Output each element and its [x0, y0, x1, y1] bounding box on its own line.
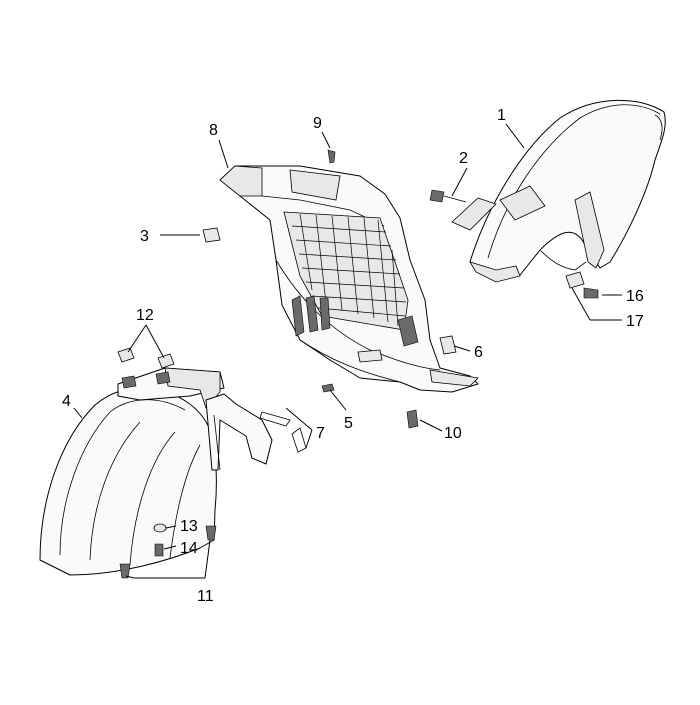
screw-9-icon [327, 149, 336, 164]
callout-4: 4 [62, 393, 71, 410]
callout-7: 7 [316, 425, 325, 442]
callout-12: 12 [136, 307, 154, 324]
screw-14-icon [154, 543, 164, 557]
callout-3: 3 [140, 228, 149, 245]
pin-7b-icon [291, 427, 307, 453]
clip-12a-icon [117, 347, 135, 363]
leader-lines [73, 123, 622, 579]
screw-10-icon [406, 409, 419, 429]
callout-1: 1 [497, 107, 506, 124]
rear-mudguard [451, 99, 666, 283]
bolt-2-icon [429, 189, 445, 203]
callout-11: 11 [197, 588, 214, 605]
callout-8: 8 [209, 122, 218, 139]
clip-3-icon [202, 227, 221, 243]
washer-13-icon [153, 523, 167, 533]
bolt-16-icon [583, 287, 599, 299]
front-mudguard [39, 367, 273, 576]
screw-5-icon [321, 383, 335, 393]
callout-labels: 1 2 3 4 5 6 7 8 9 10 11 12 13 14 16 17 [62, 107, 644, 605]
callout-2: 2 [459, 150, 468, 167]
pin-7a-icon [259, 411, 291, 427]
clip-6-icon [439, 335, 457, 355]
callout-17: 17 [626, 313, 644, 330]
inner-leg-shield [219, 165, 479, 393]
ventilation-grille [283, 211, 409, 331]
clip-17-icon [565, 271, 585, 289]
fasteners [117, 149, 599, 579]
screw-11a-icon [205, 525, 217, 541]
callout-13: 13 [180, 518, 198, 535]
clip-12b-icon [157, 353, 175, 369]
callout-6: 6 [474, 344, 483, 361]
callout-16: 16 [626, 288, 644, 305]
callout-9: 9 [313, 115, 322, 132]
screw-11b-icon [119, 563, 131, 579]
callout-14: 14 [180, 540, 198, 557]
callout-5: 5 [344, 415, 353, 432]
callout-10: 10 [444, 425, 462, 442]
